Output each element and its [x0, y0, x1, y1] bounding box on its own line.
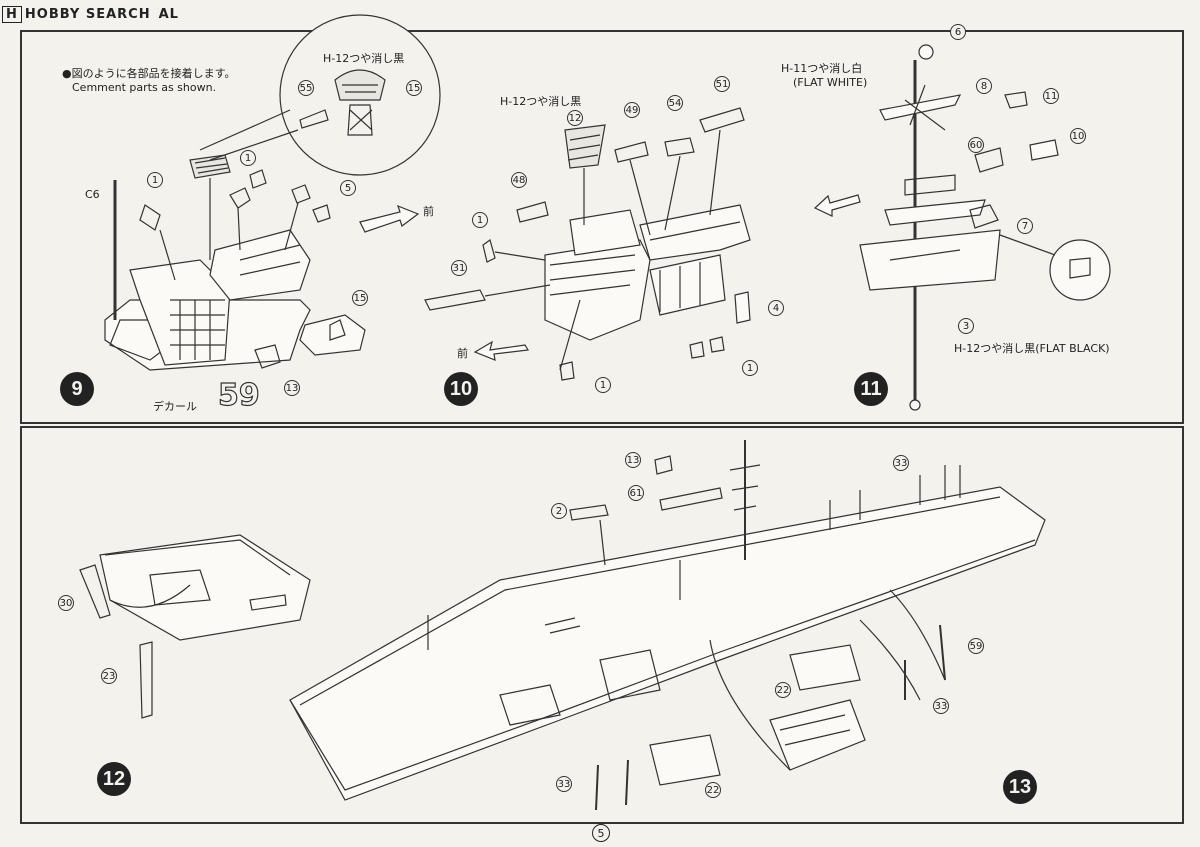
svg-text:59: 59	[218, 378, 260, 413]
step9-part-c6: C6	[85, 188, 100, 201]
step10-island-drawing	[424, 107, 751, 381]
step9-paint-label: H-12つや消し黒	[323, 52, 405, 65]
part-number: 3	[958, 318, 974, 334]
part-number: 5	[340, 180, 356, 196]
part-number: 60	[968, 137, 984, 153]
header-suffix: AL	[158, 7, 179, 22]
part-number: 1	[472, 212, 488, 228]
part-number: 30	[58, 595, 74, 611]
part-number: 12	[567, 110, 583, 126]
part-number: 22	[705, 782, 721, 798]
part-number: 59	[968, 638, 984, 654]
part-number: 8	[976, 78, 992, 94]
part-number: 6	[950, 24, 966, 40]
part-number: 13	[284, 380, 300, 396]
step-13-badge: 13	[1003, 770, 1037, 804]
step9-island-drawing: 59	[104, 14, 441, 414]
part-number: 1	[147, 172, 163, 188]
step9-instruction-en: Cemment parts as shown.	[72, 81, 217, 94]
step9-decal-number: 59	[215, 378, 216, 379]
step11-paint-white: H-11つや消し白	[781, 62, 863, 75]
part-number: 55	[298, 80, 314, 96]
step10-paint-label: H-12つや消し黒	[500, 95, 582, 108]
part-number: 15	[406, 80, 422, 96]
part-number: 22	[775, 682, 791, 698]
part-number: 4	[768, 300, 784, 316]
part-number: 1	[742, 360, 758, 376]
step9-decal-label: デカール	[153, 400, 197, 413]
part-number: 31	[451, 260, 467, 276]
part-number: 23	[101, 668, 117, 684]
part-number: 61	[628, 485, 644, 501]
part-number: 33	[556, 776, 572, 792]
step10-front-label: 前	[457, 347, 468, 360]
part-number: 33	[893, 455, 909, 471]
part-number: 48	[511, 172, 527, 188]
part-number: 33	[933, 698, 949, 714]
part-number: 54	[667, 95, 683, 111]
part-number: 13	[625, 452, 641, 468]
step-12-badge: 12	[97, 762, 131, 796]
step12-bow-drawing	[79, 534, 311, 719]
header-title: HOBBY SEARCH	[24, 7, 151, 22]
part-number: 7	[1017, 218, 1033, 234]
step11-paint-black: H-12つや消し黒(FLAT BLACK)	[954, 342, 1110, 355]
part-number: 10	[1070, 128, 1086, 144]
step-9-badge: 9	[60, 372, 94, 406]
page-number: 5	[592, 824, 610, 842]
part-number: 2	[551, 503, 567, 519]
step9-instruction-jp: ●図のように各部品を接着します。	[62, 67, 236, 80]
step9-front-label: 前	[423, 205, 434, 218]
step-10-badge: 10	[444, 372, 478, 406]
part-number: 15	[352, 290, 368, 306]
part-number: 1	[595, 377, 611, 393]
logo: H	[2, 6, 22, 23]
part-number: 51	[714, 76, 730, 92]
part-number: 11	[1043, 88, 1059, 104]
step11-mast-drawing	[813, 44, 1111, 411]
top-panel	[20, 30, 1184, 424]
part-number: 1	[240, 150, 256, 166]
step13-hull-drawing	[289, 440, 1046, 811]
bottom-panel	[20, 426, 1184, 824]
step11-paint-white-en: (FLAT WHITE)	[793, 76, 868, 89]
part-number: 49	[624, 102, 640, 118]
step-11-badge: 11	[854, 372, 888, 406]
